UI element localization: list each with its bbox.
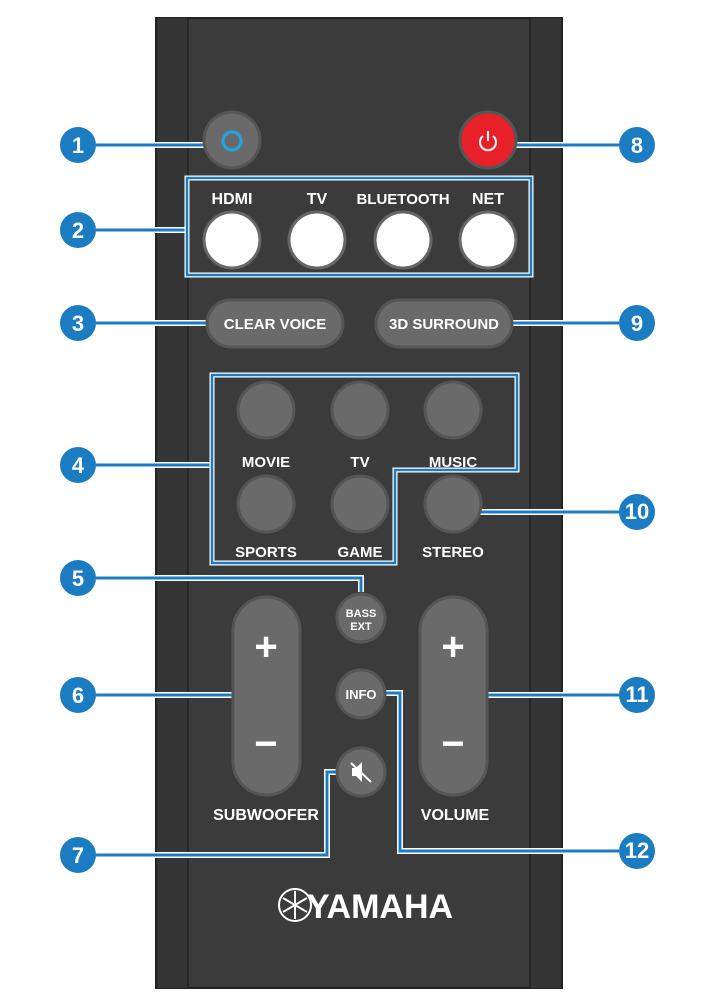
svg-text:5: 5 [72,566,84,591]
svg-text:8: 8 [631,133,643,158]
3d-surround-button[interactable]: 3D SURROUND [374,298,514,349]
yamaha-tuning-fork-icon [278,888,312,922]
callouts: 1 2 3 4 5 6 7 8 9 10 11 12 [60,127,655,873]
svg-text:10: 10 [625,499,649,524]
alexa-button[interactable] [202,110,262,170]
svg-text:12: 12 [625,838,649,863]
sports-button[interactable] [236,474,296,534]
input-label-net: NET [472,191,504,208]
tv-mode-button[interactable] [330,380,390,440]
callout-10: 10 [619,494,655,530]
brand-name: YAMAHA [307,888,453,926]
input-label-bluetooth: BLUETOOTH [356,191,449,208]
mute-icon [350,762,372,783]
ext-label: EXT [350,621,372,633]
volume-rocker[interactable]: + − [418,595,489,797]
bass-ext-button[interactable]: BASS EXT [335,592,387,644]
volume-label: VOLUME [421,807,490,824]
bass-label: BASS [346,608,377,620]
bluetooth-button[interactable] [373,210,433,270]
callout-2: 2 [60,212,96,248]
subwoofer-minus[interactable]: − [254,722,277,766]
svg-text:9: 9 [631,311,643,336]
svg-text:7: 7 [72,843,84,868]
callout-12: 12 [619,833,655,869]
callout-8: 8 [619,127,655,163]
input-label-tv: TV [307,191,328,208]
callout-4: 4 [60,447,96,483]
subwoofer-plus[interactable]: + [254,625,277,669]
power-button[interactable] [458,110,518,170]
game-button[interactable] [330,474,390,534]
svg-text:11: 11 [625,682,648,707]
svg-text:6: 6 [72,683,84,708]
movie-button[interactable] [236,380,296,440]
music-button[interactable] [423,380,483,440]
svg-text:1: 1 [72,133,84,158]
subwoofer-label: SUBWOOFER [213,807,319,824]
tv-input-button[interactable] [287,210,347,270]
info-label: INFO [345,687,376,702]
subwoofer-rocker[interactable]: + − [231,595,302,797]
alexa-icon [221,130,243,152]
tv-mode-label: TV [350,454,369,471]
volume-minus[interactable]: − [441,722,464,766]
movie-label: MOVIE [242,454,290,471]
callout-6: 6 [60,677,96,713]
callout-9: 9 [619,305,655,341]
3d-surround-label: 3D SURROUND [389,316,499,333]
leader-lines [96,142,619,858]
callout-7: 7 [60,837,96,873]
hdmi-button[interactable] [202,210,262,270]
mute-button[interactable] [335,746,387,798]
sports-label: SPORTS [235,544,297,561]
power-icon [479,131,497,152]
callout-3: 3 [60,305,96,341]
remote-left-edge [157,18,188,988]
volume-plus[interactable]: + [441,625,464,669]
stereo-button[interactable] [423,474,483,534]
stereo-label: STEREO [422,544,484,561]
music-label: MUSIC [429,454,478,471]
net-button[interactable] [458,210,518,270]
callout-1: 1 [60,127,96,163]
remote-right-edge [530,18,561,988]
game-label: GAME [338,544,383,561]
clear-voice-label: CLEAR VOICE [224,316,327,333]
svg-text:3: 3 [72,311,84,336]
yamaha-logo: YAMAHA [278,888,453,926]
input-label-hdmi: HDMI [212,191,253,208]
svg-text:2: 2 [72,218,84,243]
callout-5: 5 [60,560,96,596]
info-button[interactable]: INFO [335,668,387,720]
clear-voice-button[interactable]: CLEAR VOICE [205,298,345,349]
svg-text:4: 4 [72,453,85,478]
callout-11: 11 [619,677,655,713]
